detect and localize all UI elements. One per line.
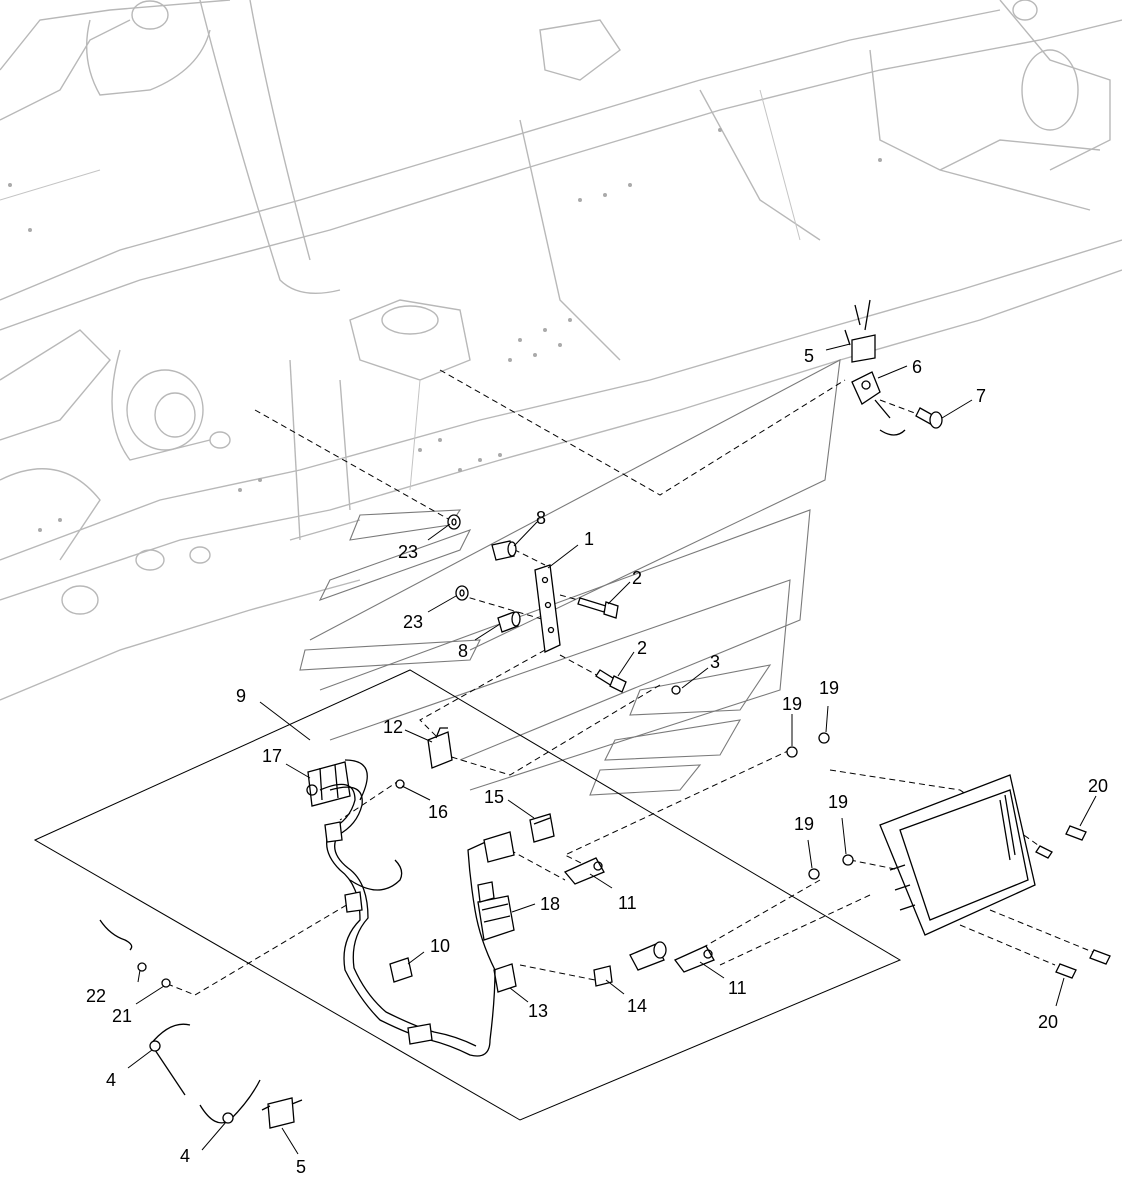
- part-label-5-lower: [261, 1097, 303, 1129]
- part-sensor-17: [306, 761, 351, 807]
- callout-1: 1: [584, 529, 594, 549]
- part-module-13: [493, 963, 517, 993]
- part-connector-15: [529, 813, 555, 843]
- callout-19-a: 19: [782, 694, 802, 714]
- callout-12: 12: [383, 717, 403, 737]
- part-wiring-harness-9: [319, 759, 515, 1057]
- part-bolt-2-upper: [577, 597, 619, 619]
- part-washer-23-upper: [447, 514, 461, 530]
- machine-frame: [0, 0, 1122, 701]
- part-nuts-19: [786, 732, 854, 880]
- part-washer-23-lower: [455, 585, 469, 601]
- part-nuts-21-22: [99, 919, 171, 988]
- callout-11-upper: 11: [618, 893, 637, 913]
- part-bolts-20: [1035, 825, 1111, 979]
- callout-20-upper: 20: [1088, 776, 1108, 796]
- callout-23-upper: 23: [398, 542, 418, 562]
- callout-8-upper: 8: [536, 508, 546, 528]
- part-bracket-11-upper: [563, 857, 605, 885]
- part-nut-3: [671, 685, 681, 695]
- callout-6: 6: [912, 357, 922, 377]
- part-cable-ties-4: [149, 1023, 261, 1124]
- callout-2-lower: 2: [637, 638, 647, 658]
- callout-15: 15: [484, 787, 504, 807]
- callout-20-lower: 20: [1038, 1012, 1058, 1032]
- part-spacer-8-upper: [491, 540, 517, 561]
- callout-19-d: 19: [828, 792, 848, 812]
- callout-9: 9: [236, 686, 246, 706]
- callout-23-lower: 23: [403, 612, 423, 632]
- callout-14: 14: [627, 996, 647, 1016]
- leader-lines: [127, 343, 1097, 1155]
- part-bolt-7: [915, 407, 943, 429]
- callout-10: 10: [430, 936, 450, 956]
- callout-7: 7: [976, 386, 986, 406]
- callout-4-lower: 4: [180, 1146, 190, 1166]
- callout-8-lower: 8: [458, 641, 468, 661]
- callout-17: 17: [262, 746, 282, 766]
- callout-5-upper: 5: [804, 346, 814, 366]
- harness-boundary: [33, 669, 902, 1121]
- callout-3: 3: [710, 652, 720, 672]
- part-connector-10: [389, 957, 413, 983]
- callout-18: 18: [540, 894, 560, 914]
- part-clip-6: [851, 371, 906, 436]
- callout-21: 21: [112, 1006, 132, 1026]
- callout-2-upper: 2: [632, 568, 642, 588]
- callouts: 1 2 2 3 4 4 5 5 6 7 8 8 9 10 11 11 12 13…: [86, 346, 1108, 1177]
- callout-5-lower: 5: [296, 1157, 306, 1177]
- callout-16: 16: [428, 802, 448, 822]
- part-label-5-upper: [844, 299, 876, 363]
- callout-11-lower: 11: [728, 978, 747, 998]
- part-spacer-8-lower: [497, 611, 521, 633]
- callout-22: 22: [86, 986, 106, 1006]
- part-controller-box: [879, 774, 1036, 936]
- callout-4-upper: 4: [106, 1070, 116, 1090]
- part-relay-18: [477, 895, 515, 941]
- part-connector-12: [427, 727, 453, 769]
- part-plug: [629, 941, 667, 971]
- callout-19-c: 19: [794, 814, 814, 834]
- part-bracket-1: [534, 564, 561, 653]
- part-bracket-11-lower: [673, 945, 715, 973]
- part-bolt-2-lower: [595, 669, 627, 693]
- callout-13: 13: [528, 1001, 548, 1021]
- callout-19-b: 19: [819, 678, 839, 698]
- panel-outlines: [299, 359, 841, 796]
